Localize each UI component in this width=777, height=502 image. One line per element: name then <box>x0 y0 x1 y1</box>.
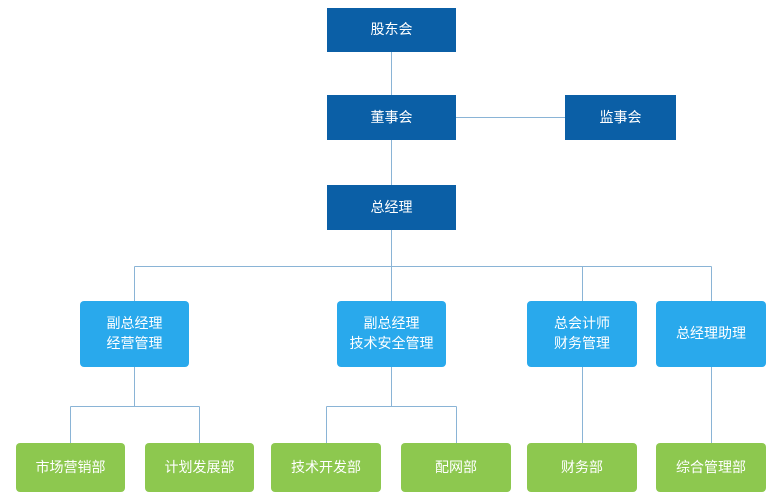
node-general-admin-dept: 综合管理部 <box>656 443 766 492</box>
node-gm-assistant: 总经理助理 <box>656 301 766 367</box>
node-shareholders-meeting: 股东会 <box>327 8 456 52</box>
node-label: 股东会 <box>370 22 413 38</box>
node-vp-tech-safety-management: 副总经理 技术安全管理 <box>337 301 446 367</box>
node-board-of-supervisors: 监事会 <box>565 95 676 140</box>
node-label: 技术开发部 <box>291 459 361 476</box>
node-label: 市场营销部 <box>35 459 106 476</box>
node-label: 配网部 <box>435 459 477 476</box>
node-tech-development-dept: 技术开发部 <box>271 443 381 492</box>
node-label-line-1: 副总经理 <box>106 316 163 332</box>
node-label-line-2: 财务管理 <box>554 336 610 352</box>
node-label: 监事会 <box>599 109 642 126</box>
node-label: 计划发展部 <box>164 459 235 476</box>
node-label-line-1: 总会计师 <box>554 316 610 332</box>
node-label: 总经理助理 <box>676 326 746 342</box>
node-label-line-2: 经营管理 <box>106 336 163 352</box>
node-label: 总经理 <box>370 199 413 216</box>
node-label: 综合管理部 <box>676 459 746 476</box>
node-general-manager: 总经理 <box>327 185 456 230</box>
node-finance-dept: 财务部 <box>527 443 637 492</box>
node-label-line-2: 技术安全管理 <box>349 336 434 352</box>
node-marketing-dept: 市场营销部 <box>16 443 125 492</box>
node-board-of-directors: 董事会 <box>327 95 456 140</box>
node-planning-dept: 计划发展部 <box>145 443 254 492</box>
node-label-line-1: 副总经理 <box>363 316 420 332</box>
node-distribution-network-dept: 配网部 <box>401 443 511 492</box>
node-vp-business-management: 副总经理 经营管理 <box>80 301 189 367</box>
node-label: 董事会 <box>370 109 413 126</box>
node-label: 财务部 <box>561 459 603 476</box>
node-chief-accountant: 总会计师 财务管理 <box>527 301 637 367</box>
